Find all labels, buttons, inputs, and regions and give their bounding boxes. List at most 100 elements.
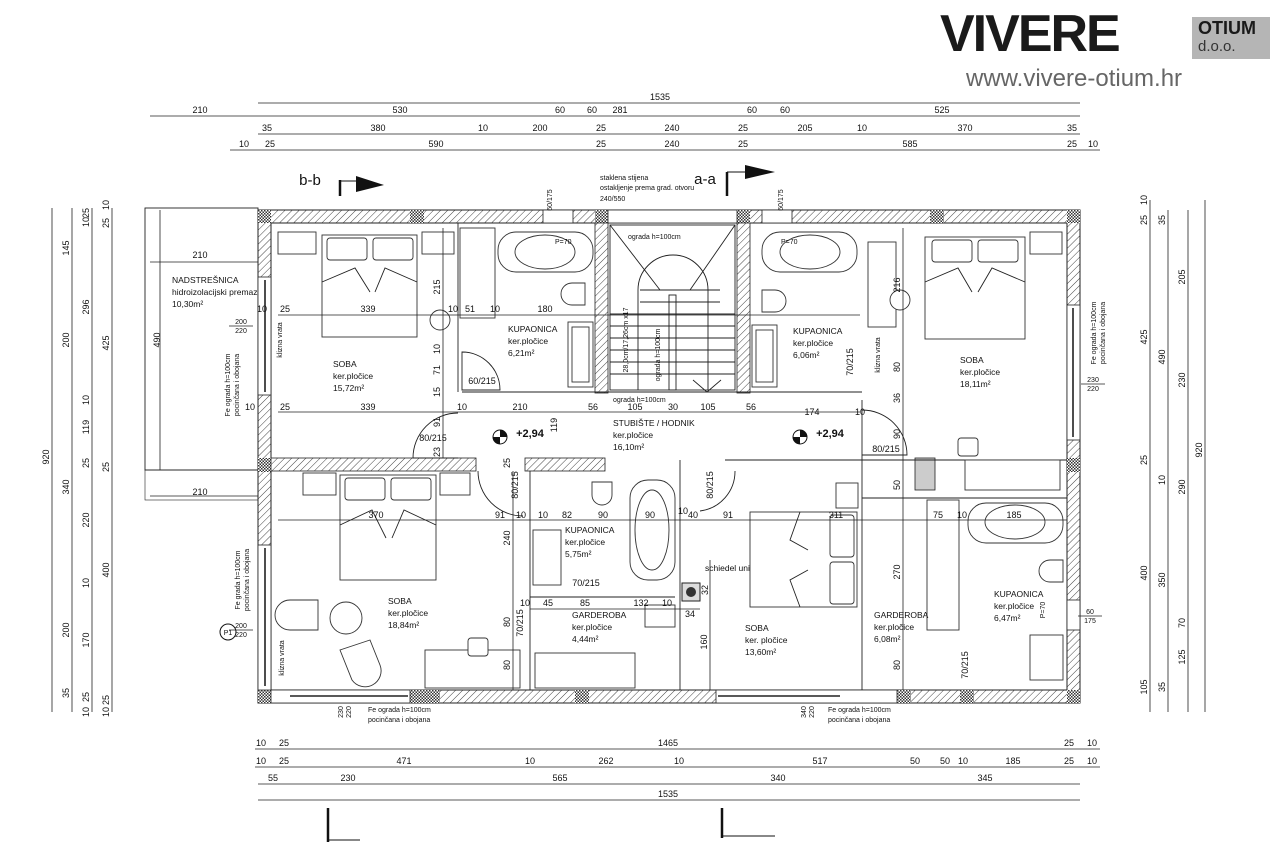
room-area: 4,44m² [572,634,599,644]
dimension-label: 230 [1177,372,1187,387]
dimension-label: 230 [340,773,355,783]
dimension-label: 10 [432,344,442,354]
dimension-label: 10 [457,402,467,412]
room-name: KUPAONICA [793,326,843,336]
dimension-label: 70/215 [960,651,970,679]
dimension-label: 200 [532,123,547,133]
railing-note: Fe ograda h=100cm [368,707,431,714]
dimension-label: 60 [780,105,790,115]
dimension-label: 25 [596,139,606,149]
dimension-label: 119 [549,418,559,432]
dimension-label: 174 [804,407,819,417]
dimension-label: 215 [432,279,442,294]
dimension-label: 51 [465,304,475,314]
dimension-label: 10 [81,217,91,227]
room-finish: ker.pločice [793,338,833,348]
dimension-label: 25 [81,692,91,702]
windows[interactable] [257,209,1081,704]
fraction-denominator: 220 [235,632,247,639]
dimension-label: 80 [892,362,902,372]
interior-walls [270,222,1067,690]
dimension-label: 34 [685,609,695,619]
dimension-label: 205 [797,123,812,133]
room-finish: ker.pločice [572,622,612,632]
dimension-label: 370 [368,510,383,520]
dimension-label: 91 [723,510,733,520]
dimension-label: 80/215 [419,433,447,443]
dimension-label: 400 [101,562,111,577]
stairs-note: 28,0cm/17,26cm x17 [623,307,630,372]
dimension-label: 10 [81,578,91,588]
dimension-label: 35 [262,123,272,133]
room-area: 13,60m² [745,647,776,657]
dimension-label: 340 [61,479,71,494]
dimension-label: 10 [448,304,458,314]
website-link[interactable]: www.vivere-otium.hr [966,65,1183,92]
dimension-label: 85 [580,598,590,608]
sliding-door-note: klizna vrata [279,640,286,676]
dimension-label: 339 [360,304,375,314]
dimension-label: 80/215 [510,471,520,499]
wall-columns [258,210,1080,703]
logo-name: VIVERE [940,5,1121,63]
room-name: STUBIŠTE / HODNIK [613,418,695,428]
canopy-name: NADSTREŠNICA [172,275,239,285]
dimension-label: 490 [152,332,162,347]
dimension-label: 25 [1139,215,1149,225]
dimension-label: 262 [598,756,613,766]
dimension-label: 425 [101,335,111,350]
dimension-label: 10 [662,598,672,608]
door-swing[interactable] [412,351,908,517]
section-label-bb: b-b [299,172,321,189]
section-label-aa: a-a [694,171,716,188]
logo-box [1192,17,1270,59]
room-area: 5,75m² [565,549,592,559]
dimension-label: 80/215 [872,444,900,454]
dimension-label: 170 [81,632,91,647]
dimension-label: 25 [101,218,111,228]
dimension-label: 10 [81,395,91,405]
room-name: KUPAONICA [994,589,1044,599]
room-finish: ker.pločice [333,371,373,381]
room-finish: ker.pločice [613,430,653,440]
dimension-label: 10 [857,123,867,133]
fraction-denominator: 220 [346,706,353,718]
dimension-label: 82 [562,510,572,520]
room-finish: ker.pločice [508,336,548,346]
dimension-label: 23 [432,447,442,457]
dimension-label: 920 [1194,442,1204,457]
dimension-label: 25 [81,458,91,468]
chimney-note: schiedel uni [705,563,750,573]
dimension-label: 1535 [650,92,670,102]
dimension-label: 205 [1177,269,1187,284]
dimension-label: 90 [598,510,608,520]
room-finish: ker.pločice [388,608,428,618]
p70-note: P=70 [1040,602,1047,619]
dimension-label: 10 [516,510,526,520]
dimension-label: 10 [257,304,267,314]
dimension-label: 10 [490,304,500,314]
dimension-label: 55 [268,773,278,783]
dimension-label: 50 [940,756,950,766]
dimension-label: 25 [502,458,512,468]
dimension-label: 15 [432,387,442,397]
fraction-denominator: 220 [1087,386,1099,393]
p1-label: P1 [224,630,233,637]
dimension-label: 345 [977,773,992,783]
bed-icon [302,472,471,581]
dimension-label: 370 [957,123,972,133]
dimension-label: 56 [588,402,598,412]
staircase[interactable] [609,224,736,393]
dimension-label: 340 [770,773,785,783]
dimension-label: 10 [245,402,255,412]
p70-note: P=70 [781,239,798,246]
railing-note: Fe ograda h=100cm [828,707,891,714]
dimension-label: 90 [892,429,902,439]
dimension-label: 10 [239,139,249,149]
dimension-label: 210 [192,250,207,260]
level-marker-icon [492,429,808,445]
dimension-label: 10 [1087,738,1097,748]
dimension-label: 145 [61,240,71,255]
dimension-label: 60 [747,105,757,115]
